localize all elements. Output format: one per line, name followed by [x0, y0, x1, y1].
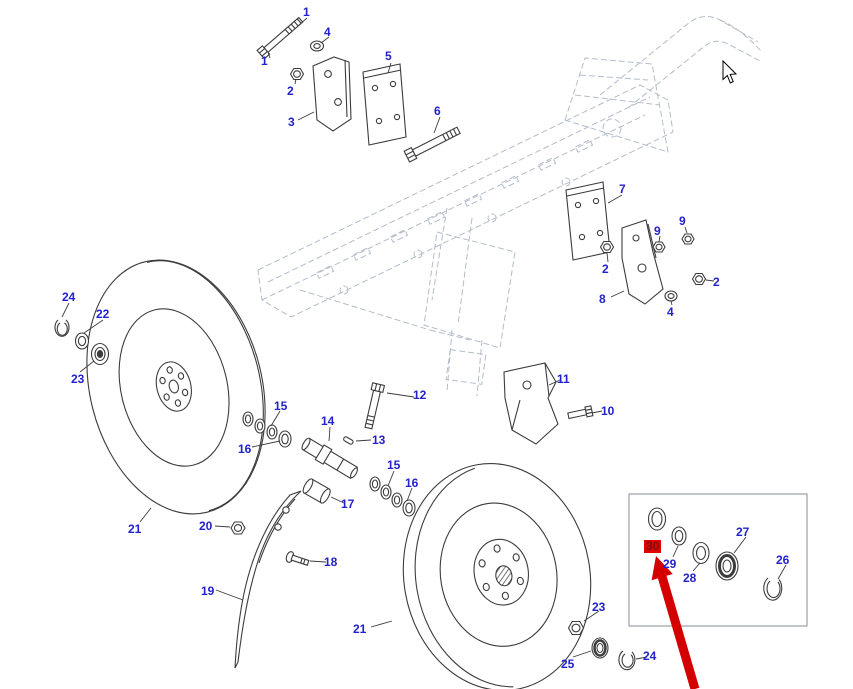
mouse-cursor — [722, 59, 738, 84]
part-label-3[interactable]: 3 — [288, 115, 295, 129]
part-label-15[interactable]: 15 — [387, 458, 401, 472]
part-label-18[interactable]: 18 — [324, 555, 338, 569]
part-label-28[interactable]: 28 — [683, 571, 697, 585]
part-25-bearing — [591, 637, 609, 659]
part-label-29[interactable]: 29 — [663, 557, 677, 571]
part-label-19[interactable]: 19 — [201, 584, 215, 598]
highlight-arrow — [651, 556, 700, 689]
part-24-snap-ring-bottom — [618, 650, 636, 671]
part-21-disc-left — [86, 259, 266, 515]
part-14-shaft — [301, 437, 359, 480]
part-label-9[interactable]: 9 — [654, 224, 661, 238]
part-3-bracket — [312, 56, 352, 132]
part-label-13[interactable]: 13 — [372, 433, 386, 447]
part-11-bracket — [503, 362, 559, 445]
part-label-24[interactable]: 24 — [62, 290, 76, 304]
part-2-nut-middle — [599, 240, 615, 254]
part-label-21[interactable]: 21 — [353, 622, 367, 636]
part-23-nut-bottom — [567, 620, 585, 636]
part-label-7[interactable]: 7 — [619, 182, 626, 196]
part-label-15[interactable]: 15 — [274, 399, 288, 413]
part-label-16[interactable]: 16 — [405, 476, 419, 490]
part-29-washer — [671, 526, 687, 546]
part-label-5[interactable]: 5 — [385, 49, 392, 63]
part-17-bushing — [302, 478, 331, 504]
part-label-30-highlighted[interactable]: 30 — [644, 539, 662, 554]
part-9-nut-b — [681, 233, 695, 245]
part-label-11[interactable]: 11 — [557, 372, 570, 386]
part-10-bolt — [567, 405, 594, 420]
part-label-2[interactable]: 2 — [602, 262, 609, 276]
part-label-17[interactable]: 17 — [341, 497, 355, 511]
part-9-nut-a — [652, 241, 666, 253]
part-27-bearing — [715, 551, 739, 581]
part-label-1[interactable]: 1 — [303, 5, 310, 19]
part-label-8[interactable]: 8 — [599, 292, 606, 306]
part-label-2[interactable]: 2 — [287, 84, 294, 98]
part-label-1[interactable]: 1 — [261, 54, 268, 68]
part-label-6[interactable]: 6 — [434, 104, 441, 118]
part-label-9[interactable]: 9 — [679, 214, 686, 228]
part-23-bearing-left — [90, 342, 110, 366]
part-label-21[interactable]: 21 — [128, 522, 142, 536]
part-19-scraper-blade — [234, 490, 302, 669]
part-label-2[interactable]: 2 — [713, 275, 720, 289]
part-label-22[interactable]: 22 — [96, 307, 110, 321]
part-label-26[interactable]: 26 — [776, 553, 790, 567]
part-label-23[interactable]: 23 — [592, 600, 606, 614]
part-30-seal-ring — [647, 507, 667, 531]
part-28-ring — [692, 541, 710, 565]
part-2-nut-right — [691, 272, 707, 286]
parts — [54, 16, 783, 689]
part-label-24[interactable]: 24 — [643, 649, 657, 663]
part-label-4[interactable]: 4 — [667, 305, 674, 319]
part-12-bolt — [364, 382, 386, 430]
part-2-nut-top — [289, 67, 305, 81]
part-label-27[interactable]: 27 — [736, 525, 750, 539]
part-13-pin — [343, 436, 354, 445]
part-label-14[interactable]: 14 — [321, 414, 335, 428]
part-21-disc-bottom — [402, 463, 592, 689]
part-label-4[interactable]: 4 — [324, 25, 331, 39]
part-4-washer-top — [309, 40, 325, 52]
part-label-25[interactable]: 25 — [561, 657, 575, 671]
part-24-snap-ring-left — [54, 319, 70, 337]
part-label-20[interactable]: 20 — [199, 519, 213, 533]
part-label-23[interactable]: 23 — [71, 372, 85, 386]
part-15-16-rings-lower — [369, 476, 416, 517]
part-7-plate — [565, 181, 611, 261]
part-22-washer — [74, 332, 90, 350]
part-26-snap-ring — [763, 577, 783, 601]
inset-box — [628, 493, 808, 627]
ghost-frame — [257, 16, 763, 397]
part-label-16[interactable]: 16 — [238, 442, 252, 456]
part-8-bracket — [621, 219, 664, 305]
part-label-12[interactable]: 12 — [413, 388, 427, 402]
part-6-bolt — [403, 126, 461, 163]
part-5-plate — [362, 63, 407, 146]
part-15-16-rings-upper — [242, 411, 292, 448]
part-20-nut — [230, 521, 246, 535]
leader-lines — [61, 17, 787, 660]
ghost-beam-slots — [315, 139, 594, 295]
part-1-bolt — [256, 16, 304, 60]
part-18-bolt — [285, 551, 310, 566]
part-label-10[interactable]: 10 — [601, 404, 615, 418]
